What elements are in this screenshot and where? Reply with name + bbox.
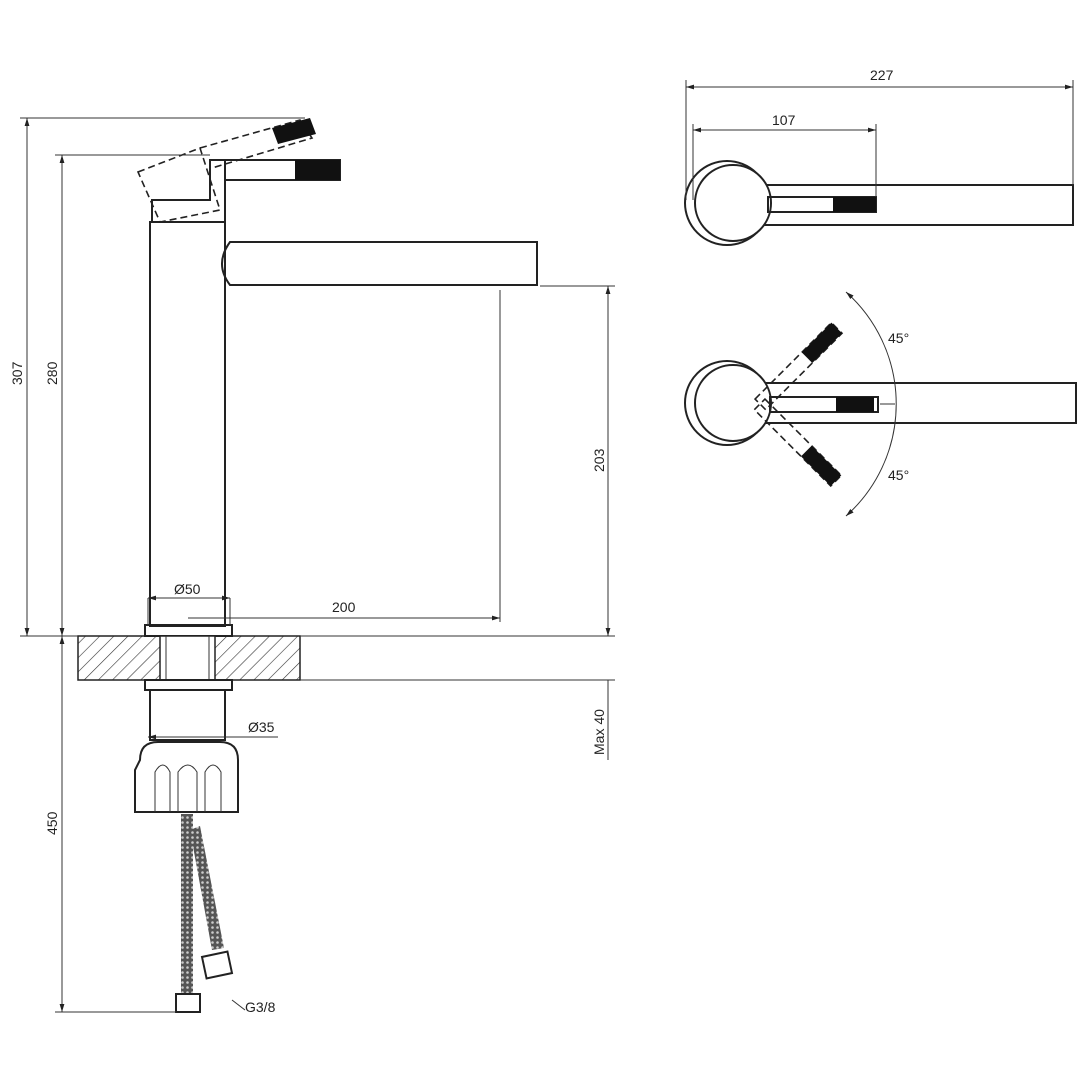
dim-d35: Ø35 [248, 719, 275, 735]
spout-rotation [727, 382, 1077, 424]
dim-200: 200 [332, 599, 356, 615]
dim-280: 280 [44, 361, 60, 385]
hose-left [181, 814, 193, 994]
hose-nut-right [200, 950, 234, 980]
lever-raised-tip [272, 118, 316, 144]
dim-227: 227 [870, 67, 894, 83]
label-g38: G3/8 [245, 999, 276, 1015]
dim-107: 107 [772, 112, 796, 128]
spout-top [727, 184, 1074, 226]
mounting-nut [134, 741, 239, 813]
shank [149, 689, 226, 741]
side-dimensions: 307 280 450 203 Max 40 Ø50 200 Ø35 G3/8 [9, 117, 615, 1015]
handle-raised-outline [136, 146, 222, 223]
side-view [77, 118, 538, 1013]
rot-inner-circle [694, 364, 772, 442]
rotation-arc [845, 291, 897, 517]
dim-203: 203 [591, 448, 607, 472]
angle-right: 45° [888, 467, 909, 483]
dim-max40: Max 40 [591, 709, 607, 755]
faucet-spout [221, 241, 538, 286]
lever-tip [295, 160, 340, 180]
hose-right [190, 826, 224, 950]
rotation-view: 45° 45° [684, 291, 1077, 517]
dim-d50: Ø50 [174, 581, 201, 597]
dim-307: 307 [9, 361, 25, 385]
lever-center-tip [836, 397, 874, 412]
top-view: 227 107 [684, 67, 1074, 246]
angle-left: 45° [888, 330, 909, 346]
lower-washer [144, 679, 233, 691]
nut-grips [154, 764, 222, 812]
hose-nut-left [175, 993, 201, 1013]
lever-top-tip [833, 197, 876, 212]
faucet-body [149, 221, 226, 627]
mounting-hole [159, 635, 216, 681]
body-inner-circle [694, 164, 772, 242]
dim-450: 450 [44, 811, 60, 835]
